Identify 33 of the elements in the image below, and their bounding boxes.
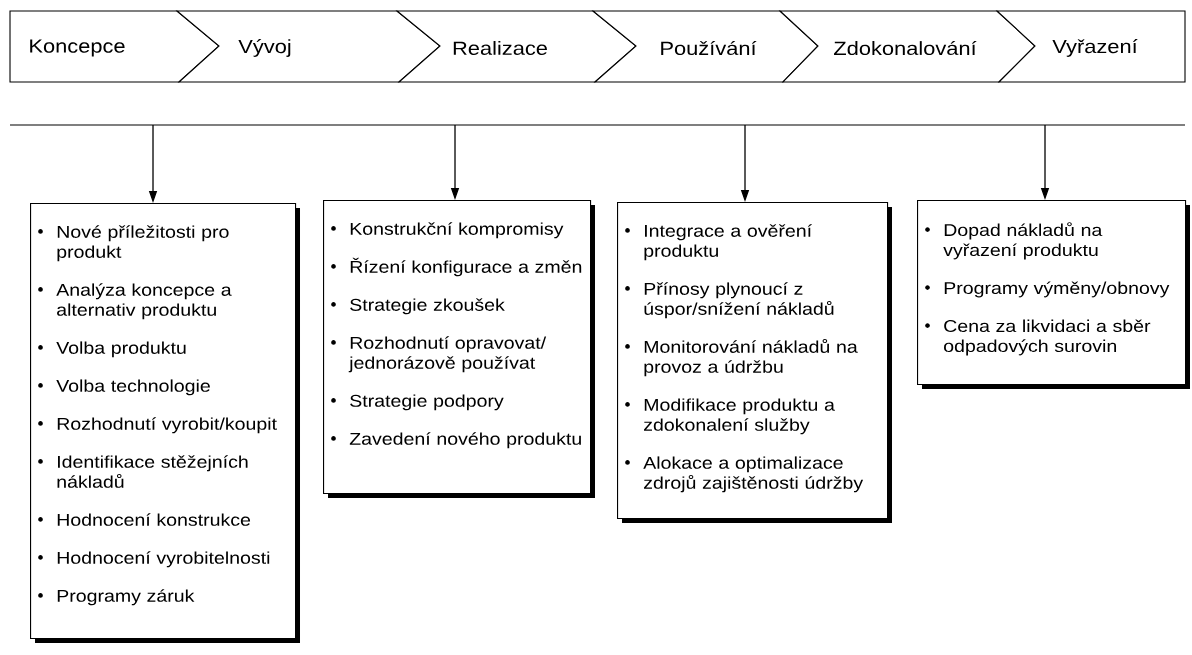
list-box bbox=[323, 200, 595, 498]
list-item: Dopad nákladů na vyřazení produktu bbox=[925, 222, 1103, 260]
list-item: Zavedení nového produktu bbox=[331, 432, 581, 449]
list-item: Strategie podpory bbox=[331, 394, 504, 411]
chevron-step: Vývoj bbox=[175, 10, 441, 83]
list-item: Nové příležitosti pro produkt bbox=[38, 225, 229, 262]
list-item: Volba produktu bbox=[38, 341, 186, 358]
list-item: Analýza koncepce a alternativ produktu bbox=[38, 283, 232, 320]
list-item: Hodnocení konstrukce bbox=[38, 513, 251, 526]
list-box bbox=[917, 200, 1190, 389]
list-item: Strategie zkoušek bbox=[331, 298, 505, 315]
chevron-step: Zdokonalování bbox=[778, 10, 1036, 83]
list-item: Hodnocení vyrobitelnosti bbox=[38, 551, 270, 568]
list-item: Modifikace produktu a zdokonalení služby bbox=[625, 398, 835, 435]
list-item: Rozhodnutí opravovat/ jednorázově používat bbox=[331, 336, 547, 373]
list-item: Rozhodnutí vyrobit/koupit bbox=[38, 417, 277, 434]
list-box bbox=[30, 203, 300, 643]
list-item: Řízení konfigurace a změn bbox=[331, 257, 582, 277]
list-item: Přínosy plynoucí z úspor/snížení nákladů bbox=[625, 282, 834, 319]
chevron-step: Realizace bbox=[395, 10, 637, 83]
list-item: Konstrukční kompromisy bbox=[331, 222, 564, 239]
list-item: Integrace a ověření produktu bbox=[625, 224, 812, 261]
list-item: Programy výměny/obnovy bbox=[925, 281, 1170, 298]
chevron-step: Vyřazení bbox=[995, 10, 1186, 83]
list-item: Volba technologie bbox=[38, 379, 210, 396]
list-item: Cena za likvidaci a sběr odpadových surovin bbox=[925, 319, 1151, 356]
list-item: Programy záruk bbox=[38, 589, 195, 606]
list-item: Monitorování nákladů na provoz a údržbu bbox=[625, 339, 858, 377]
list-item: Alokace a optimalizace zdrojů zajištěnosti údržby bbox=[625, 456, 864, 493]
node-label: Vyřazení bbox=[1052, 39, 1138, 57]
list-item: Identifikace stěžejních nákladů bbox=[38, 455, 248, 488]
chevron-step: Používání bbox=[591, 10, 819, 83]
list-box bbox=[617, 202, 892, 523]
